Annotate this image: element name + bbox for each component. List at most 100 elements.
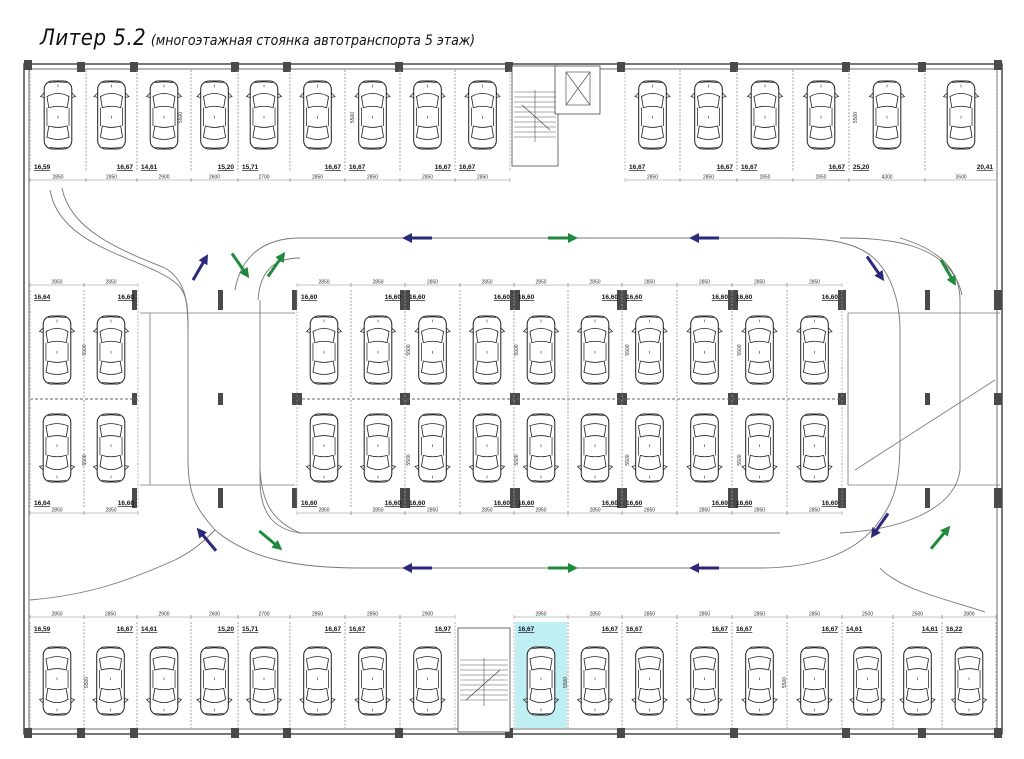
column [132, 393, 137, 405]
bay-area-label: 16,60 [602, 294, 619, 301]
bay-area-label: 16,22 [946, 626, 963, 633]
car-icon [686, 646, 723, 716]
column [925, 393, 930, 405]
dimension-label: 2850 [589, 280, 600, 286]
car-icon [899, 646, 936, 716]
parking-bay: 16,60 [83, 290, 139, 398]
car-icon [146, 80, 182, 150]
dimension-label: 2850 [51, 280, 62, 286]
dimension-label: 2850 [754, 612, 765, 618]
bay-area-label: 16,67 [712, 626, 729, 633]
bay-area-label: 16,60 [385, 294, 402, 301]
bay-area-label: 16,60 [301, 294, 318, 301]
parking-bay: 16,60 [296, 400, 352, 508]
bay-area-label: 16,60 [736, 294, 753, 301]
car-icon [741, 646, 778, 716]
car-icon [146, 646, 182, 716]
car-icon [306, 413, 342, 483]
dimension-label: 2600 [209, 175, 220, 181]
parking-bay: 16,60 [676, 290, 733, 398]
car-icon [93, 315, 129, 385]
column [994, 488, 1002, 508]
column [218, 488, 223, 508]
depth-label: 5500 [853, 112, 859, 123]
car-icon [246, 646, 282, 716]
column [400, 290, 410, 310]
bay-area-label: 16,64 [34, 294, 51, 301]
bay-area-label: 16,67 [459, 164, 476, 171]
car-icon [464, 80, 501, 150]
parking-bay: 16,67 [289, 622, 346, 728]
direction-arrows [191, 233, 956, 573]
dimension-label: 4300 [881, 175, 892, 181]
depth-label: 5500 [514, 344, 520, 355]
column [505, 62, 513, 72]
parking-bay: 16,60 [731, 400, 788, 508]
dimension-label: 2850 [809, 280, 820, 286]
direction-arrow-icon [191, 254, 208, 281]
car-icon [39, 646, 75, 716]
depth-label: 5500 [406, 344, 412, 355]
dimension-label: 2600 [209, 612, 220, 618]
stairs-top [511, 65, 601, 167]
column [395, 62, 403, 72]
bay-area-label: 16,60 [118, 294, 135, 301]
bay-area-label: 16,97 [435, 626, 452, 633]
parking-bay: 16,60 [786, 290, 843, 398]
car-icon [414, 315, 451, 385]
car-icon [196, 80, 233, 150]
direction-arrow-icon [258, 529, 283, 551]
dimension-label: 2850 [535, 280, 546, 286]
car-icon [93, 413, 129, 483]
bay-area-label: 14,61 [846, 626, 863, 633]
dimension-label: 2850 [312, 175, 323, 181]
bay-area-label: 16,60 [626, 294, 643, 301]
bay-area-label: 16,67 [829, 164, 846, 171]
car-icon [469, 413, 505, 483]
direction-arrow-icon [402, 563, 432, 573]
parking-bay: 14,61 [841, 622, 894, 728]
dimension-label: 2850 [589, 508, 600, 514]
bay-area-label: 16,67 [717, 164, 734, 171]
ramp-lines [140, 312, 1000, 486]
car-icon [741, 315, 778, 385]
bay-area-label: 16,60 [518, 500, 535, 507]
dimension-label: 2850 [422, 175, 433, 181]
bay-area-label: 16,60 [736, 500, 753, 507]
parking-bay: 16,67 [731, 622, 788, 728]
car-icon [849, 646, 886, 716]
column [231, 728, 239, 738]
car-icon [686, 413, 723, 483]
bay-area-label: 14,61 [141, 164, 158, 171]
parking-bay: 16,67 [792, 70, 850, 172]
parking-bay: 16,60 [404, 400, 461, 508]
car-icon [360, 413, 396, 483]
column [842, 728, 850, 738]
direction-arrow-icon [266, 251, 286, 278]
column [730, 62, 738, 72]
dimension-label: 2850 [589, 612, 600, 618]
car-icon [631, 315, 668, 385]
car-icon [741, 413, 778, 483]
parking-bay: 16,67 [289, 70, 346, 172]
dimension-label: 2850 [699, 280, 710, 286]
dimension-label: 2850 [481, 280, 492, 286]
car-icon [951, 646, 987, 716]
dimension-label: 2850 [106, 175, 117, 181]
parking-bay: 16,60 [404, 290, 461, 398]
bay-area-label: 16,60 [626, 500, 643, 507]
bay-area-label: 14,61 [141, 626, 158, 633]
car-icon [306, 315, 342, 385]
column [283, 62, 291, 72]
parking-bay: 16,60 [350, 290, 406, 398]
car-icon [577, 413, 613, 483]
parking-bay: 16,67 [786, 622, 843, 728]
column [132, 488, 137, 508]
dimension-label: 2850 [312, 612, 323, 618]
bay-area-label: 25,20 [853, 164, 870, 171]
depth-label: 5500 [350, 112, 356, 123]
parking-bay: 16,67 [399, 70, 456, 172]
dimension-label: 2850 [427, 280, 438, 286]
column [292, 488, 297, 508]
parking-bay: 20,41 [924, 70, 998, 172]
